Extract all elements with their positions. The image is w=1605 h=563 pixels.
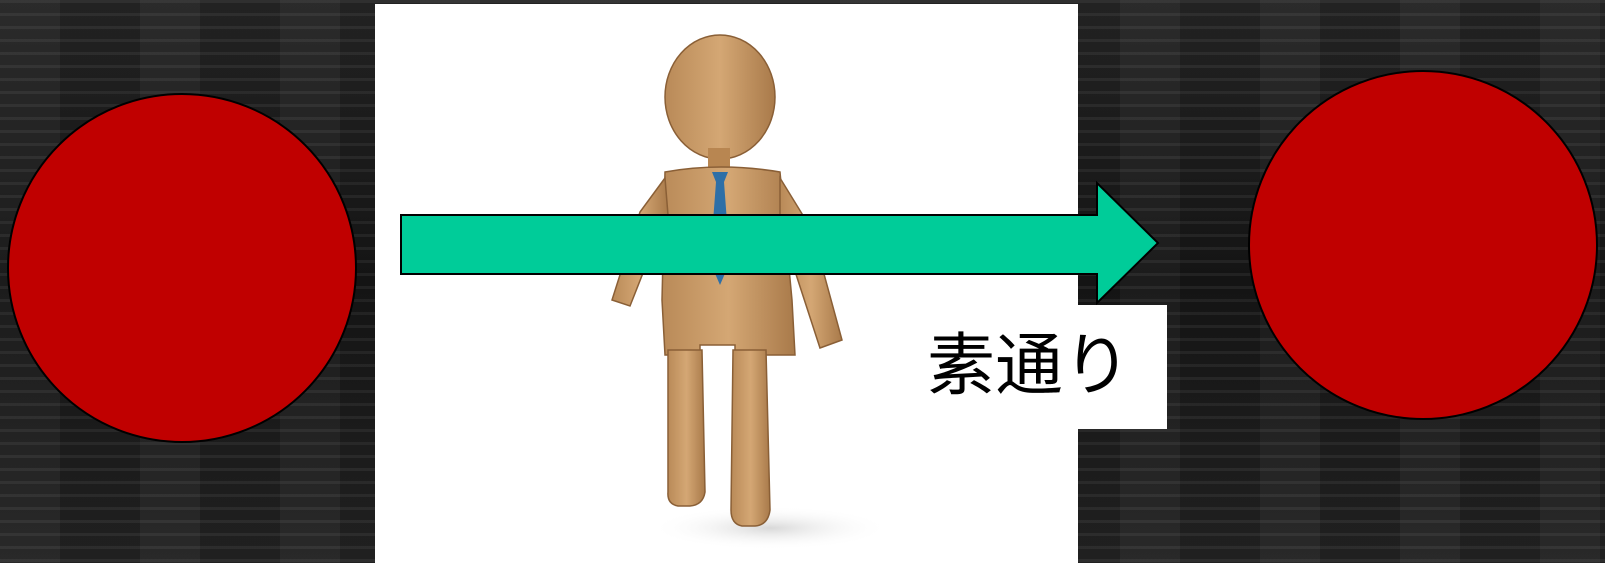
label-box: 素通り [891,305,1167,429]
right-red-circle [1248,70,1598,420]
label-sudoori: 素通り [926,327,1131,406]
wooden-person-figure [611,34,890,550]
left-red-circle [7,93,357,443]
right-arrow [400,180,1160,306]
